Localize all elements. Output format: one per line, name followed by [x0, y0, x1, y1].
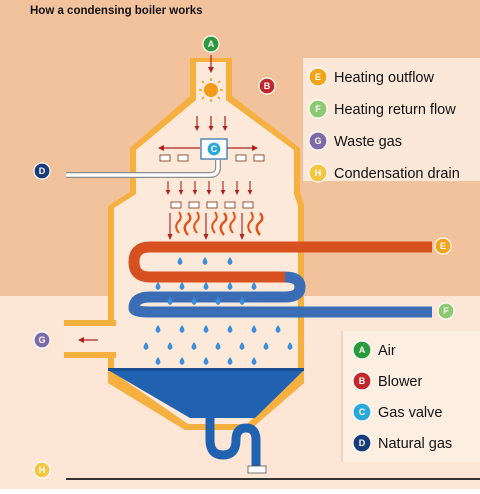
- natural-gas-badge-letter: D: [39, 166, 46, 176]
- legend-label-c: Gas valve: [378, 405, 442, 421]
- legend-badge-h: H: [308, 163, 328, 183]
- legend-top-panel: [303, 58, 480, 181]
- legend-label-g: Waste gas: [334, 134, 402, 150]
- diagram-title: How a condensing boiler works: [30, 5, 203, 17]
- legend-badge-b-letter: B: [359, 376, 366, 386]
- gas-valve-badge: C: [206, 141, 222, 157]
- gas-arrowhead-right: [252, 145, 258, 151]
- waste-gas-badge: G: [33, 331, 51, 349]
- waste-gas-duct-inner: [64, 326, 116, 352]
- legend-badge-h-letter: H: [315, 168, 322, 178]
- heating-return-badge: F: [437, 302, 455, 320]
- blower-icon: [199, 78, 223, 102]
- water-line: [108, 368, 304, 371]
- air-arrowhead: [208, 67, 214, 73]
- blower-badge: B: [258, 77, 276, 95]
- cold-pipe: [128, 271, 430, 318]
- flue-arrows: [165, 181, 253, 195]
- heating-outflow-badge: E: [434, 237, 452, 255]
- marker-badges: A B C D E F G H: [33, 35, 455, 479]
- legend-badge-e: E: [308, 67, 328, 87]
- legend-badge-g: G: [308, 131, 328, 151]
- legend-label-d: Natural gas: [378, 436, 452, 452]
- legend-badge-b: B: [352, 371, 372, 391]
- condensate-droplets: [143, 257, 293, 365]
- natural-gas-badge: D: [33, 162, 51, 180]
- legend-label-b: Blower: [378, 374, 422, 390]
- blower-badge-letter: B: [264, 81, 271, 91]
- legend-badge-d-letter: D: [359, 438, 366, 448]
- gas-arrowhead-left: [158, 145, 164, 151]
- legend-label-f: Heating return flow: [334, 102, 456, 118]
- condensate-sump: [108, 370, 304, 418]
- air-badge: A: [202, 35, 220, 53]
- legend-badge-f-letter: F: [315, 104, 321, 114]
- legend-badge-a: A: [352, 340, 372, 360]
- condensation-drain-badge-letter: H: [39, 465, 46, 475]
- legend-badge-d: D: [352, 433, 372, 453]
- heating-outflow-badge-letter: E: [440, 241, 446, 251]
- legend-badge-c-letter: C: [359, 407, 366, 417]
- legend-label-h: Condensation drain: [334, 166, 460, 182]
- gas-supply-pipe: [66, 160, 220, 177]
- air-badge-letter: A: [208, 39, 215, 49]
- drain-fitting: [247, 465, 267, 474]
- waste-gas-badge-letter: G: [38, 335, 45, 345]
- flames: [167, 211, 264, 240]
- legend-badge-a-letter: A: [359, 345, 366, 355]
- hot-pipe: [128, 241, 430, 283]
- legend-badge-c: C: [352, 402, 372, 422]
- airflow-arrows: [194, 116, 228, 131]
- legend-label-a: Air: [378, 343, 396, 359]
- legend-badge-g-letter: G: [314, 136, 321, 146]
- heating-return-badge-letter: F: [443, 306, 449, 316]
- legend-badge-f: F: [308, 99, 328, 119]
- gas-valve-badge-letter: C: [211, 144, 218, 154]
- burner-row-upper: [159, 154, 265, 162]
- condensate-siphon: [205, 418, 261, 470]
- legend-label-e: Heating outflow: [334, 70, 434, 86]
- waste-gas-arrowhead: [78, 337, 84, 343]
- burner-row-lower: [170, 201, 254, 209]
- condensation-drain-badge: H: [33, 461, 51, 479]
- legend-badge-e-letter: E: [315, 72, 321, 82]
